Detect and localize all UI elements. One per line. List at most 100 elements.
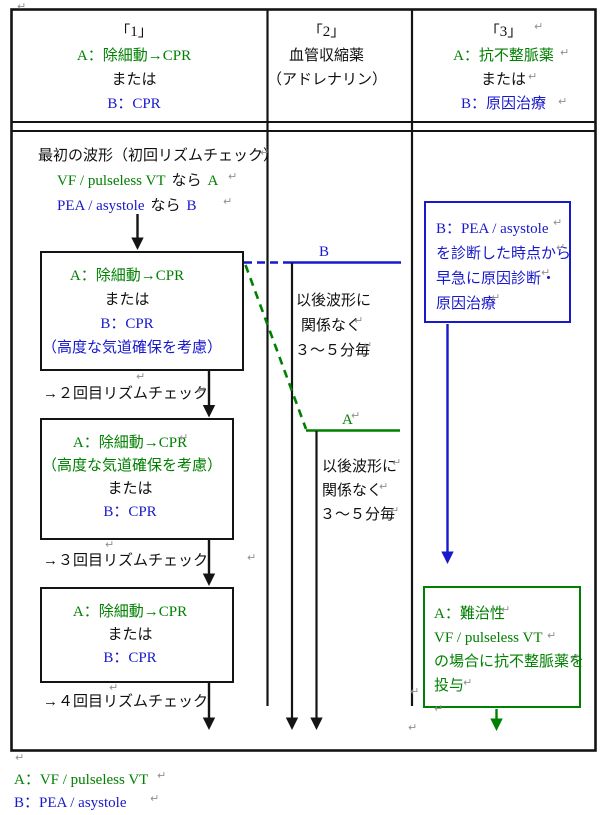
rhythm-check-2-label: →２回目リズムチェック bbox=[43, 386, 209, 402]
pea-mid: なら bbox=[150, 198, 181, 214]
header-col2-line1: 血管収縮薬 bbox=[288, 48, 364, 64]
cycle2-option-a: A：除細動→CPR bbox=[72, 435, 188, 451]
cycle1-option-b: B：CPR bbox=[100, 316, 154, 332]
pilcrow-mark: ↵ bbox=[109, 681, 119, 694]
rhythm-check-3-label: →３回目リズムチェック bbox=[43, 553, 209, 569]
pea-cause-line4: 原因治療 bbox=[436, 296, 497, 312]
pilcrow-mark: ↵ bbox=[228, 170, 238, 183]
header-col1-title: 「1」 bbox=[115, 24, 153, 40]
arrowhead-pea-cause bbox=[441, 551, 454, 564]
pilcrow-mark: ↵ bbox=[491, 291, 501, 304]
pilcrow-mark: ↵ bbox=[408, 721, 418, 734]
epinephrine-interval1-line3: ３～５分毎 bbox=[295, 343, 371, 359]
pea-cause-line1: B：PEA / asystole bbox=[436, 221, 549, 237]
cycle2-box: A：除細動→CPR （高度な気道確保を考慮） または B：CPR bbox=[40, 418, 234, 540]
pilcrow-mark: ↵ bbox=[379, 480, 389, 493]
outer-frame bbox=[10, 8, 597, 752]
antiarrhythmic-line3: の場合に抗不整脈薬を bbox=[434, 654, 585, 670]
pilcrow-mark: ↵ bbox=[179, 431, 189, 444]
pea-term: PEA / asystole bbox=[57, 198, 145, 214]
antiarrhythmic-line2: VF / pulseless VT bbox=[434, 630, 543, 646]
header-col3-option-b: B：原因治療 bbox=[460, 96, 546, 112]
legend-b: B：PEA / asystole bbox=[14, 795, 127, 811]
pilcrow-mark: ↵ bbox=[570, 651, 580, 664]
arrowhead-first-rhythm bbox=[131, 237, 144, 250]
cycle3-or: または bbox=[107, 627, 153, 643]
pilcrow-mark: ↵ bbox=[558, 95, 568, 108]
pea-tail: B bbox=[186, 198, 197, 214]
pilcrow-mark: ↵ bbox=[390, 504, 400, 517]
pilcrow-mark: ↵ bbox=[434, 702, 444, 715]
vf-mid: なら bbox=[171, 173, 202, 189]
cycle1-option-a: A：除細動→CPR bbox=[69, 268, 185, 284]
cycle3-option-a: A：除細動→CPR bbox=[72, 604, 188, 620]
legend-a: A：VF / pulseless VT bbox=[14, 772, 149, 788]
a-branch-dashed-line bbox=[244, 264, 308, 430]
antiarrhythmic-line1: A：難治性 bbox=[434, 606, 505, 622]
pilcrow-mark: ↵ bbox=[556, 241, 566, 254]
header-col3-option-a: A：抗不整脈薬 bbox=[453, 48, 554, 64]
pilcrow-mark: ↵ bbox=[547, 629, 557, 642]
antiarrhythmic-line4: 投与 bbox=[434, 678, 465, 694]
arrowhead-b-drip bbox=[285, 717, 299, 730]
arrowhead-antiarrhythmic bbox=[490, 718, 503, 731]
epinephrine-interval1-line2: 関係なく bbox=[301, 318, 362, 334]
pilcrow-mark: ↵ bbox=[260, 146, 270, 159]
antiarrhythmic-box: A：難治性 VF / pulseless VT の場合に抗不整脈薬を 投与 bbox=[423, 586, 585, 708]
header-col3-or: または bbox=[480, 72, 526, 88]
a-branch-label: A bbox=[342, 412, 353, 428]
pea-cause-box: B：PEA / asystole を診断した時点から 早急に原因診断・ 原因治療 bbox=[424, 201, 571, 323]
pilcrow-mark: ↵ bbox=[410, 685, 420, 698]
epinephrine-interval2-line2: 関係なく bbox=[322, 483, 383, 499]
pilcrow-mark: ↵ bbox=[363, 339, 373, 352]
pilcrow-mark: ↵ bbox=[528, 70, 538, 83]
pilcrow-mark: ↵ bbox=[197, 384, 207, 397]
cycle1-or: または bbox=[104, 292, 150, 308]
pilcrow-mark: ↵ bbox=[553, 216, 563, 229]
header-col2-line2: （アドレナリン） bbox=[267, 72, 388, 88]
rhythm-check-4-label: →４回目リズムチェック bbox=[43, 694, 209, 710]
pea-cause-line2: を診断した時点から bbox=[436, 246, 572, 262]
cycle2-or: または bbox=[107, 481, 153, 497]
cycle2-option-b: B：CPR bbox=[103, 504, 157, 520]
cycle3-box: A：除細動→CPR または B：CPR bbox=[40, 587, 234, 683]
pilcrow-mark: ↵ bbox=[157, 769, 167, 782]
vf-tail: A bbox=[207, 173, 219, 189]
first-rhythm-title: 最初の波形（初回リズムチェック） bbox=[38, 148, 279, 164]
first-rhythm-pea-rule: PEA / asystole なら B bbox=[57, 197, 197, 215]
pilcrow-mark: ↵ bbox=[541, 266, 551, 279]
header-col3-title: 「3」 bbox=[484, 24, 523, 40]
pea-cause-line3: 早急に原因診断・ bbox=[436, 271, 557, 287]
epinephrine-interval1-line1: 以後波形に bbox=[296, 293, 372, 309]
pilcrow-mark: ↵ bbox=[150, 792, 160, 805]
arrowhead-a-drip bbox=[310, 717, 323, 730]
cycle1-airway-note: （高度な気道確保を考慮） bbox=[42, 340, 223, 356]
vf-term: VF / pulseless VT bbox=[57, 173, 166, 189]
pilcrow-mark: ↵ bbox=[351, 409, 361, 422]
pilcrow-mark: ↵ bbox=[354, 314, 364, 327]
header-col2-title: 「2」 bbox=[307, 24, 346, 40]
cycle2-airway-note: （高度な気道確保を考慮） bbox=[42, 458, 223, 474]
pilcrow-mark: ↵ bbox=[105, 538, 115, 551]
header-col1-or: または bbox=[111, 72, 157, 88]
pilcrow-mark: ↵ bbox=[560, 46, 570, 59]
header-col1-option-b: B：CPR bbox=[107, 96, 161, 112]
cycle1-box: A：除細動→CPR または B：CPR （高度な気道確保を考慮） bbox=[40, 251, 244, 371]
pilcrow-mark: ↵ bbox=[501, 603, 511, 616]
epinephrine-interval2-line1: 以後波形に bbox=[322, 459, 398, 475]
pilcrow-mark: ↵ bbox=[136, 370, 146, 383]
pilcrow-mark: ↵ bbox=[15, 751, 25, 764]
first-rhythm-vf-rule: VF / pulseless VT なら A bbox=[57, 172, 218, 190]
arrowhead-cycle1-cycle2 bbox=[202, 405, 216, 418]
pilcrow-mark: ↵ bbox=[534, 20, 544, 33]
arrowhead-cycle2-cycle3 bbox=[202, 573, 216, 586]
pilcrow-mark: ↵ bbox=[463, 676, 473, 689]
header-col1-option-a: A：除細動→CPR bbox=[76, 48, 192, 64]
cycle3-option-b: B：CPR bbox=[103, 650, 157, 666]
pilcrow-mark: ↵ bbox=[223, 195, 233, 208]
epinephrine-interval2-line3: ３～５分毎 bbox=[320, 507, 396, 523]
pilcrow-mark: ↵ bbox=[17, 0, 27, 13]
pilcrow-mark: ↵ bbox=[392, 456, 402, 469]
